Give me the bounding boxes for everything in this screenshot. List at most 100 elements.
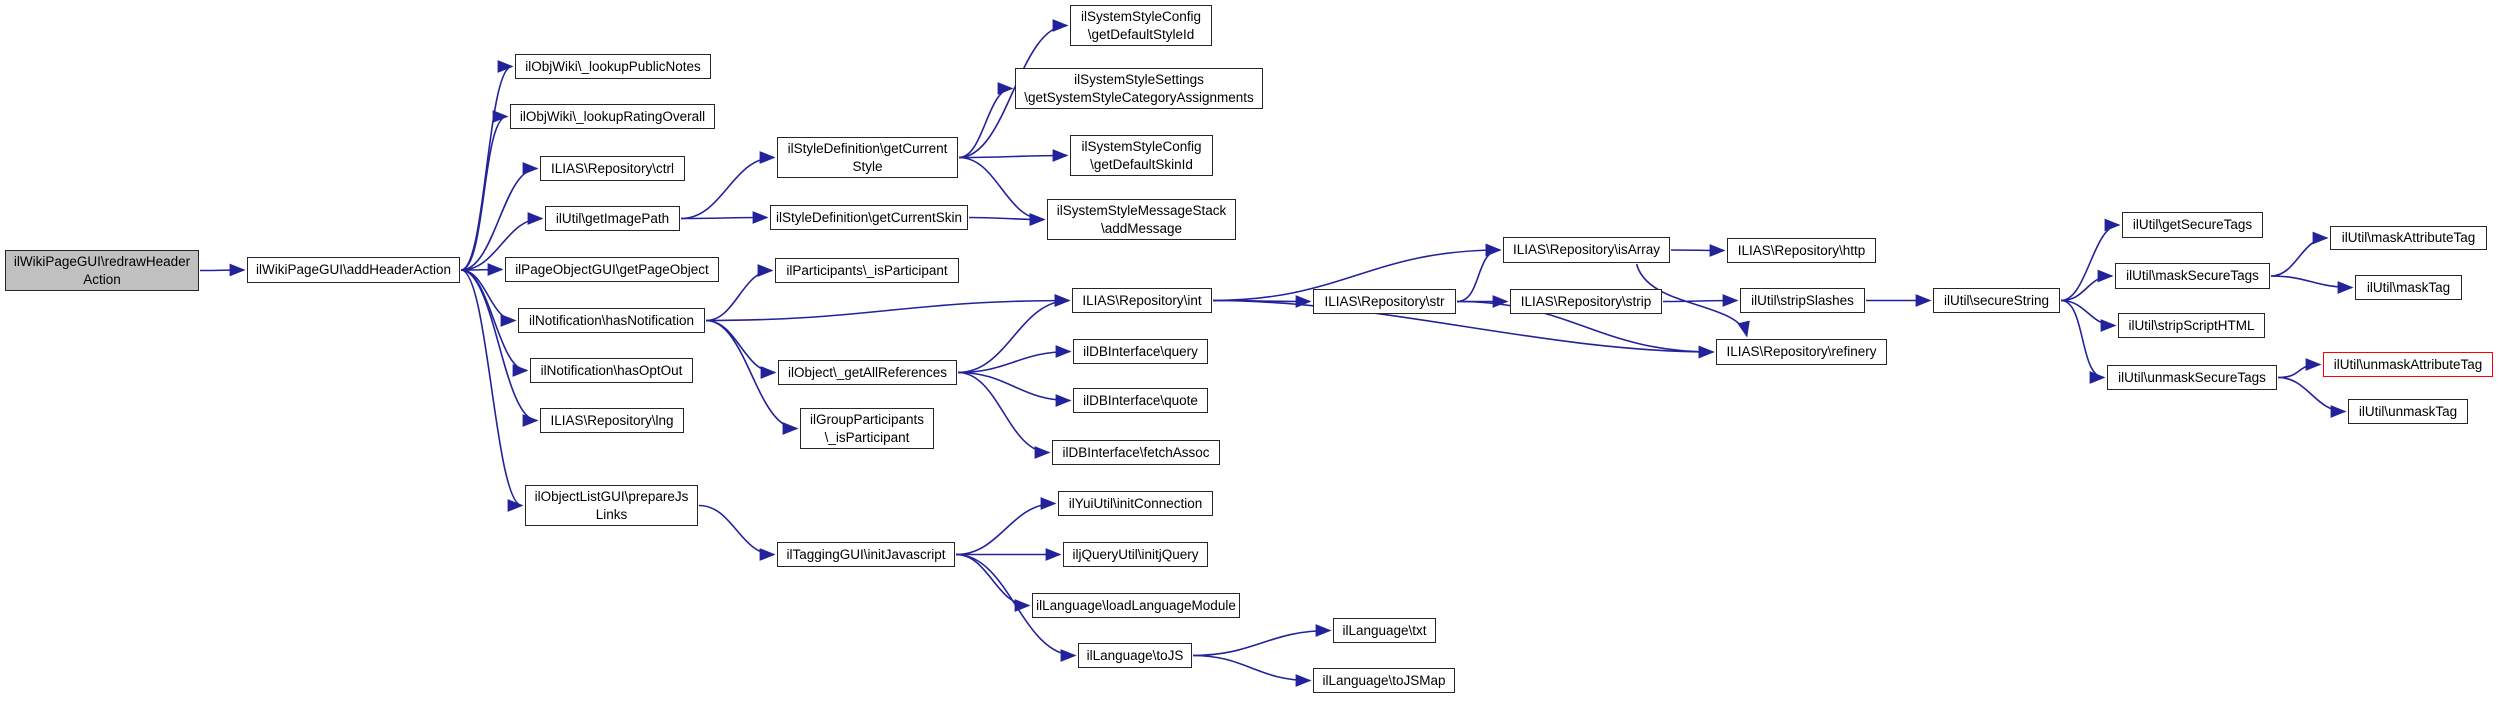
node-repository-int[interactable]: ILIAS\Repository\int	[1072, 288, 1212, 313]
node-get-system-style-category-assignments[interactable]: ilSystemStyleSettings\getSystemStyleCate…	[1015, 68, 1263, 109]
node-label-line: ilDBInterface\quote	[1083, 392, 1198, 408]
node-label-line: ilUtil\getSecureTags	[2132, 217, 2253, 232]
node-label-line: ILIAS\Repository\http	[1737, 242, 1866, 258]
node-mask-tag[interactable]: ilUtil\maskTag	[2355, 275, 2462, 300]
node-get-default-style-id[interactable]: ilSystemStyleConfig\getDefaultStyleId	[1070, 5, 1212, 46]
node-label-line: \addMessage	[1100, 220, 1183, 236]
node-get-image-path[interactable]: ilUtil\getImagePath	[545, 206, 680, 231]
node-label-line: ilObject\_getAllReferences	[787, 364, 948, 380]
edge-mask-secure-tags--mask-tag	[2270, 275, 2354, 294]
node-init-connection[interactable]: ilYuiUtil\initConnection	[1058, 491, 1213, 516]
node-label-line: ILIAS\Repository\int	[1082, 292, 1202, 308]
node-label-line: ilUtil\unmaskTag	[2358, 403, 2458, 419]
node-has-notification[interactable]: ilNotification\hasNotification	[518, 308, 705, 333]
node-db-quote[interactable]: ilDBInterface\quote	[1073, 388, 1208, 413]
edge-get-current-style--get-default-skin-id	[958, 149, 1069, 162]
edge-has-notification--repository-int	[705, 294, 1071, 322]
edge-add-header-action--prepare-js-links	[460, 269, 524, 512]
node-label-line: ilStyleDefinition\getCurrentSkin	[775, 209, 963, 225]
node-get-secure-tags[interactable]: ilUtil\getSecureTags	[2122, 212, 2263, 238]
node-label-line: Style	[852, 158, 883, 174]
edge-mask-secure-tags--mask-attribute-tag	[2270, 231, 2329, 277]
edge-to-js--language-txt	[1192, 624, 1332, 657]
node-label-line: ilGroupParticipants	[809, 411, 925, 427]
node-label-line: ILIAS\Repository\str	[1324, 293, 1445, 309]
edge-get-current-style--add-message	[958, 156, 1046, 226]
node-repository-is-array[interactable]: ILIAS\Repository\isArray	[1503, 237, 1670, 263]
node-get-current-skin[interactable]: ilStyleDefinition\getCurrentSkin	[770, 205, 968, 230]
node-label-line: ILIAS\Repository\refinery	[1726, 344, 1877, 359]
node-unmask-attribute-tag[interactable]: ilUtil\unmaskAttributeTag	[2323, 352, 2493, 377]
edge-init-javascript--init-connection	[955, 497, 1057, 556]
node-secure-string[interactable]: ilUtil\secureString	[1933, 288, 2060, 313]
node-get-all-references[interactable]: ilObject\_getAllReferences	[778, 360, 957, 385]
node-label-line: ilObjectListGUI\prepareJs	[534, 488, 689, 504]
node-group-participants-is-participant[interactable]: ilGroupParticipants\_isParticipant	[800, 408, 934, 449]
node-label-line: ILIAS\Repository\ctrl	[550, 160, 675, 176]
node-repository-strip[interactable]: ILIAS\Repository\strip	[1510, 289, 1662, 314]
node-label-line: ilWikiPageGUI\redrawHeader	[13, 253, 191, 269]
node-has-opt-out[interactable]: ilNotification\hasOptOut	[530, 358, 693, 383]
node-init-javascript[interactable]: ilTaggingGUI\initJavascript	[777, 542, 955, 567]
node-mask-secure-tags[interactable]: ilUtil\maskSecureTags	[2115, 263, 2270, 289]
node-label-line: ilUtil\maskSecureTags	[2126, 268, 2259, 283]
node-strip-script-html[interactable]: ilUtil\stripScriptHTML	[2118, 313, 2265, 338]
node-get-page-object[interactable]: ilPageObjectGUI\getPageObject	[505, 257, 719, 282]
node-strip-slashes[interactable]: ilUtil\stripSlashes	[1740, 288, 1865, 313]
node-mask-attribute-tag[interactable]: ilUtil\maskAttributeTag	[2330, 226, 2487, 250]
edge-has-notification--get-all-references	[705, 319, 777, 379]
node-label-line: ilSystemStyleSettings	[1074, 71, 1204, 87]
node-label-line: ilLanguage\toJS	[1086, 647, 1184, 663]
edge-get-all-references--db-quote	[957, 371, 1072, 407]
node-label-line: ilPageObjectGUI\getPageObject	[515, 261, 709, 277]
edge-repository-is-array--repository-http	[1670, 244, 1726, 257]
node-fetch-assoc[interactable]: ilDBInterface\fetchAssoc	[1052, 440, 1220, 465]
node-label-line: ilLanguage\txt	[1342, 622, 1427, 638]
node-label-line: ilObjWiki\_lookupPublicNotes	[525, 58, 701, 74]
edge-get-all-references--fetch-assoc	[957, 371, 1051, 459]
node-label-line: ilSystemStyleConfig	[1081, 138, 1202, 154]
node-unmask-secure-tags[interactable]: ilUtil\unmaskSecureTags	[2107, 365, 2277, 390]
node-language-txt[interactable]: ilLanguage\txt	[1333, 618, 1436, 643]
node-add-header-action[interactable]: ilWikiPageGUI\addHeaderAction	[247, 257, 460, 283]
node-label-line: ilUtil\unmaskAttributeTag	[2333, 356, 2483, 372]
node-get-default-skin-id[interactable]: ilSystemStyleConfig\getDefaultSkinId	[1070, 135, 1213, 176]
node-repository-refinery[interactable]: ILIAS\Repository\refinery	[1716, 339, 1887, 365]
node-label-line: ILIAS\Repository\lng	[550, 412, 674, 428]
node-repository-ctrl[interactable]: ILIAS\Repository\ctrl	[540, 156, 685, 181]
edge-redraw-header-action--add-header-action	[199, 263, 246, 277]
node-add-message[interactable]: ilSystemStyleMessageStack\addMessage	[1047, 199, 1236, 240]
node-label-line: ilUtil\stripSlashes	[1751, 292, 1854, 308]
node-label-line: ilLanguage\loadLanguageModule	[1036, 597, 1236, 613]
node-to-js[interactable]: ilLanguage\toJS	[1078, 643, 1192, 668]
node-label-line: ilUtil\maskTag	[2366, 279, 2451, 295]
edge-repository-str--repository-is-array	[1456, 243, 1502, 303]
node-lookup-public-notes[interactable]: ilObjWiki\_lookupPublicNotes	[515, 54, 711, 79]
node-participants-is-participant[interactable]: ilParticipants\_isParticipant	[775, 258, 959, 283]
edge-add-header-action--lookup-public-notes	[460, 60, 514, 271]
node-label-line: Links	[595, 506, 628, 522]
node-repository-str[interactable]: ILIAS\Repository\str	[1313, 289, 1456, 314]
node-init-jquery[interactable]: iljQueryUtil\initjQuery	[1063, 542, 1208, 567]
node-label-line: ilUtil\stripScriptHTML	[2128, 317, 2255, 333]
edge-secure-string--strip-script-html	[2060, 299, 2117, 332]
edge-repository-strip--strip-slashes	[1662, 294, 1739, 307]
node-label-line: Action	[83, 271, 121, 287]
edge-unmask-secure-tags--unmask-tag	[2277, 376, 2347, 418]
edge-add-header-action--repository-lng	[460, 269, 539, 427]
edge-get-image-path--get-current-skin	[680, 211, 769, 224]
node-repository-lng[interactable]: ILIAS\Repository\lng	[540, 408, 684, 433]
node-label-line: ilParticipants\_isParticipant	[786, 262, 948, 278]
node-load-language-module[interactable]: ilLanguage\loadLanguageModule	[1032, 593, 1240, 618]
edge-add-header-action--get-page-object	[460, 263, 504, 276]
node-unmask-tag[interactable]: ilUtil\unmaskTag	[2348, 399, 2468, 424]
node-db-query[interactable]: ilDBInterface\query	[1073, 339, 1208, 364]
node-repository-http[interactable]: ILIAS\Repository\http	[1727, 238, 1876, 263]
node-to-js-map[interactable]: ilLanguage\toJSMap	[1313, 668, 1455, 693]
edge-secure-string--mask-secure-tags	[2060, 269, 2114, 302]
node-lookup-rating-overall[interactable]: ilObjWiki\_lookupRatingOverall	[510, 104, 715, 129]
